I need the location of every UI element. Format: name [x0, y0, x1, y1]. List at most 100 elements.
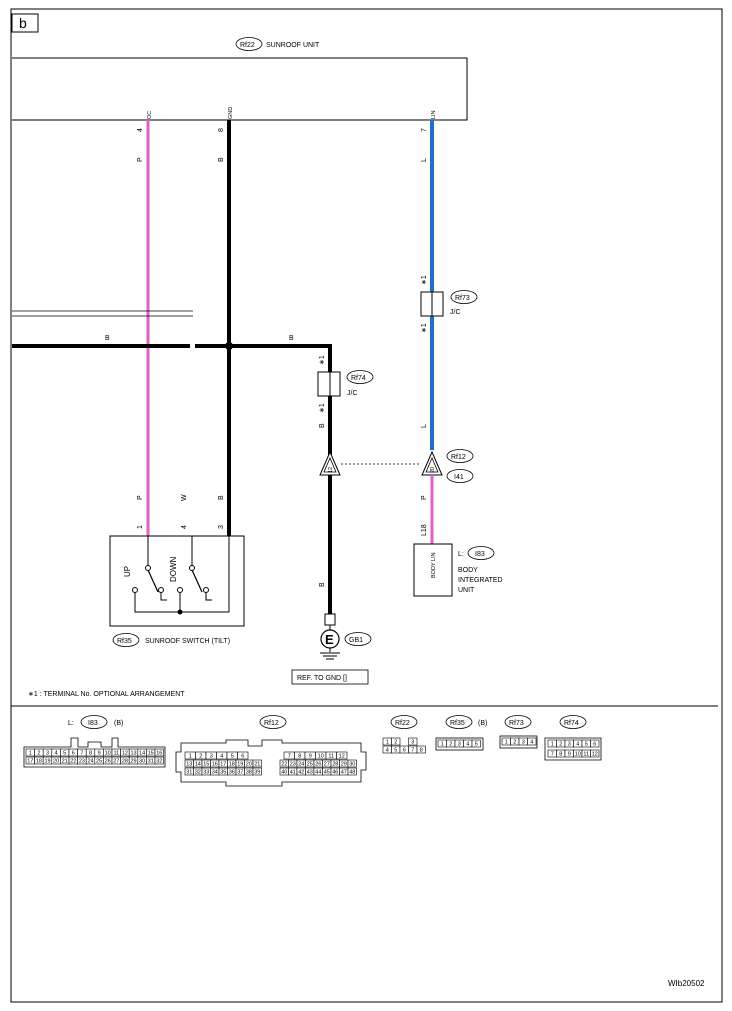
body-lin-signal: BODY LIN [431, 552, 437, 578]
rf35-pin-number: 4 [466, 742, 469, 748]
rf74-face-outline [544, 737, 602, 761]
rf73-type: J/C [450, 309, 461, 316]
i83-face-outline [23, 737, 166, 768]
i83-pin-number: 30 [139, 759, 145, 765]
rf12-pin-number: 44 [315, 770, 321, 776]
rf74-pin-number: 11 [583, 752, 589, 758]
switch-pin-4: 4 [181, 525, 188, 529]
i83-pin-number: 1 [29, 751, 32, 757]
i83-pin-number: 17 [27, 759, 33, 765]
rf73-code-oval [450, 290, 478, 304]
rf35-pin-number: 2 [449, 742, 452, 748]
rf12-pin-number: 41 [290, 770, 296, 776]
rf74-pin-number: 9 [568, 752, 571, 758]
rf22-pin-number: 5 [394, 748, 397, 754]
rf35-face-outline [435, 737, 484, 751]
i83-pin-number: 3 [46, 751, 49, 757]
rf12-code-oval [446, 449, 474, 463]
rf12-pin-number: 32 [195, 770, 201, 776]
rf12-connector-left-inner [323, 456, 337, 473]
rf12-code: Rf12 [451, 454, 466, 461]
rf73-code: Rf73 [455, 295, 470, 302]
i83-pin-number: 16 [156, 751, 162, 757]
body-integrated-unit-box [413, 543, 453, 597]
rf12-pin-left: 12 [328, 467, 334, 473]
i41-code-oval [446, 469, 474, 483]
rf74-wire-color: B [319, 423, 326, 428]
rf35-pin-number: 3 [458, 742, 461, 748]
sunroof-unit-title: SUNROOF UNIT [266, 42, 320, 49]
rf73-pin-number: 1 [505, 740, 508, 746]
rf22-pin-number: 7 [411, 748, 414, 754]
i83-pin-number: 7 [80, 751, 83, 757]
rf35-pin-cell [471, 739, 481, 748]
rf74-type: J/C [347, 390, 358, 397]
i83-pin-number: 8 [89, 751, 92, 757]
rf12-pin-cell [336, 751, 348, 760]
pin-number-gnd: 8 [218, 128, 225, 132]
rf73-face-outline [499, 735, 538, 749]
rf74-pin-number: 12 [592, 752, 598, 758]
rf12-pin-number: 25 [307, 762, 313, 768]
rf12-pin-number: 28 [332, 762, 338, 768]
rf12-pin-number: 47 [341, 770, 347, 776]
switch-pin-3: 3 [218, 525, 225, 529]
rf12-pin-number: 2 [199, 754, 202, 760]
rf22-pin-cell [391, 737, 401, 746]
pin-number-oc: 4 [137, 128, 144, 132]
wire-color-gnd: B [218, 157, 225, 162]
bus-label-left: B [105, 335, 110, 342]
rf12-pin-number: 42 [298, 770, 304, 776]
switch-common-line [134, 593, 229, 613]
bus-label-right: B [289, 335, 294, 342]
i83-pin-number: 13 [130, 751, 136, 757]
i83-pin-number: 28 [122, 759, 128, 765]
sunroof-unit-code-oval [235, 37, 263, 51]
footnote: ∗1 : TERMINAL No. OPTIONAL ARRANGEMENT [28, 691, 185, 698]
bi-name-line-2: INTEGRATED [458, 577, 503, 584]
switch-pin-1: 1 [137, 525, 144, 529]
rf74-pin-number: 7 [551, 752, 554, 758]
down-switch-blade [191, 569, 203, 593]
i83-pin-number: 27 [113, 759, 119, 765]
rf12-bottom-code-oval [259, 715, 287, 729]
rf12-pin-number: 48 [349, 770, 355, 776]
rf12-bottom-code: Rf12 [264, 720, 279, 727]
rf73-wire-color: L [421, 424, 428, 428]
i83-pin-number: 21 [62, 759, 68, 765]
rf74-pin-number: 4 [576, 742, 579, 748]
rf22-pin-cell [416, 745, 426, 754]
ref-to-gnd: REF. TO GND [] [297, 675, 347, 682]
rf12-pin-number: 30 [349, 762, 355, 768]
rf12-pin-number: 13 [186, 762, 192, 768]
rf74-code: Rf74 [351, 375, 366, 382]
rf12-pin-number: 19 [237, 762, 243, 768]
rf35-bottom-suffix: (B) [478, 720, 487, 727]
bi-name-line-1: BODY [458, 567, 478, 574]
rf12-pin-number: 39 [254, 770, 260, 776]
rf74-pin-number: 2 [559, 742, 562, 748]
rf74-bottom-code: Rf74 [564, 720, 579, 727]
rf73-pin-number: 4 [530, 740, 533, 746]
rf22-pin-cell [408, 737, 418, 746]
rf12-pin-number: 17 [220, 762, 226, 768]
rf22-pin-number: 8 [420, 748, 423, 754]
i83-pin-number: 10 [105, 751, 111, 757]
rf22-bottom-code-oval [390, 715, 418, 729]
rf12-pin-number: 8 [298, 754, 301, 760]
rf73-star-bottom: ∗1 [421, 323, 428, 333]
i83-pin-number: 4 [55, 751, 58, 757]
rf73-bottom-code: Rf73 [509, 720, 524, 727]
down-contact-tail [205, 593, 212, 601]
switch-common-dot [177, 609, 183, 615]
rf12-pin-number: 4 [220, 754, 223, 760]
i83-pin-number: 11 [113, 751, 119, 757]
gb1-code: GB1 [349, 637, 363, 644]
up-switch-blade [147, 569, 159, 593]
rf12-pin-number: 31 [186, 770, 192, 776]
rf12-pin-number: 14 [195, 762, 201, 768]
bi-lin-wire-color: P [421, 495, 428, 500]
i83-pin-number: 32 [156, 759, 162, 765]
gb1-code-oval [344, 632, 372, 646]
sunroof-unit-box [12, 57, 468, 121]
